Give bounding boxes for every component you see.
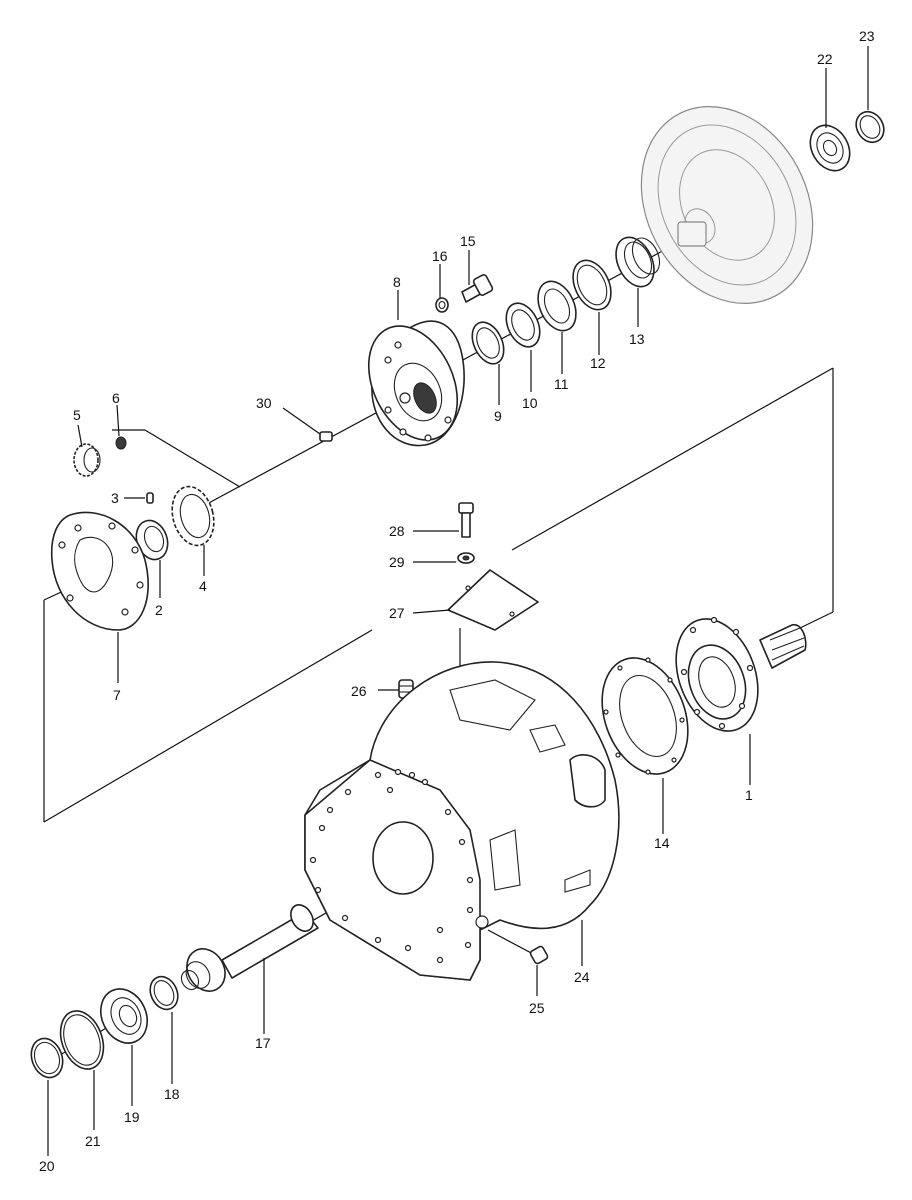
callout-28: 28: [389, 523, 405, 539]
torque-converter: [640, 106, 814, 304]
callout-13: 13: [629, 331, 645, 347]
part-27-cover-plate: [447, 569, 539, 631]
callout-21: 21: [85, 1133, 101, 1149]
part-3-pin: [146, 492, 154, 504]
part-29-washer: [457, 552, 475, 564]
callout-2: 2: [155, 602, 163, 618]
callout-8: 8: [393, 274, 401, 290]
part-7-pump-cover: [50, 511, 149, 631]
part-20-snap-ring: [30, 1037, 64, 1079]
part-9-washer: [471, 321, 505, 365]
part-10-seal: [505, 302, 541, 348]
callout-3: 3: [111, 490, 119, 506]
callout-labels: 23 22 15 16 8 30 5 6 3 2 4 7 9 10 11 12 …: [39, 28, 875, 1174]
part-14-gasket: [601, 657, 689, 775]
callout-14: 14: [654, 835, 670, 851]
part-17-input-shaft: [180, 904, 319, 992]
part-19-bearing: [100, 988, 148, 1044]
part-28-bolt: [458, 502, 474, 538]
callout-10: 10: [522, 395, 538, 411]
callout-24: 24: [574, 969, 590, 985]
part-16-washer: [435, 297, 449, 313]
callout-12: 12: [590, 355, 606, 371]
callout-5: 5: [73, 407, 81, 423]
callout-23: 23: [859, 28, 875, 44]
callout-30: 30: [256, 395, 272, 411]
callout-1: 1: [745, 787, 753, 803]
part-6-nut: [115, 436, 127, 450]
part-13-sleeve: [615, 236, 661, 288]
part-8-pump-housing: [367, 320, 465, 447]
callout-16: 16: [432, 248, 448, 264]
callout-26: 26: [351, 683, 367, 699]
callout-19: 19: [124, 1109, 140, 1125]
callout-6: 6: [112, 390, 120, 406]
callout-17: 17: [255, 1035, 271, 1051]
callout-9: 9: [494, 408, 502, 424]
callout-4: 4: [199, 578, 207, 594]
part-23-snap-ring: [855, 110, 885, 144]
callout-25: 25: [529, 1000, 545, 1016]
part-25-plug: [529, 945, 549, 965]
callout-18: 18: [164, 1086, 180, 1102]
part-15-bolt: [461, 274, 494, 303]
part-24-housing: [304, 661, 620, 981]
part-12-snap-ring: [572, 259, 612, 311]
part-21-snap-ring: [59, 1010, 105, 1070]
part-18-shim: [149, 975, 179, 1011]
part-5-gear: [73, 443, 101, 477]
part-30-dowel-pin: [319, 431, 333, 442]
leader-lines: [47, 46, 869, 1156]
callout-7: 7: [113, 687, 121, 703]
callout-22: 22: [817, 51, 833, 67]
part-4-ring-gear: [171, 485, 215, 547]
part-11-seal: [537, 280, 577, 332]
callout-15: 15: [460, 233, 476, 249]
callout-20: 20: [39, 1158, 55, 1174]
callout-11: 11: [554, 376, 569, 392]
part-22-bearing: [809, 124, 851, 172]
callout-29: 29: [389, 554, 405, 570]
part-1-output-flange: [675, 616, 807, 732]
callout-27: 27: [389, 605, 405, 621]
part-2-bushing: [135, 519, 169, 561]
